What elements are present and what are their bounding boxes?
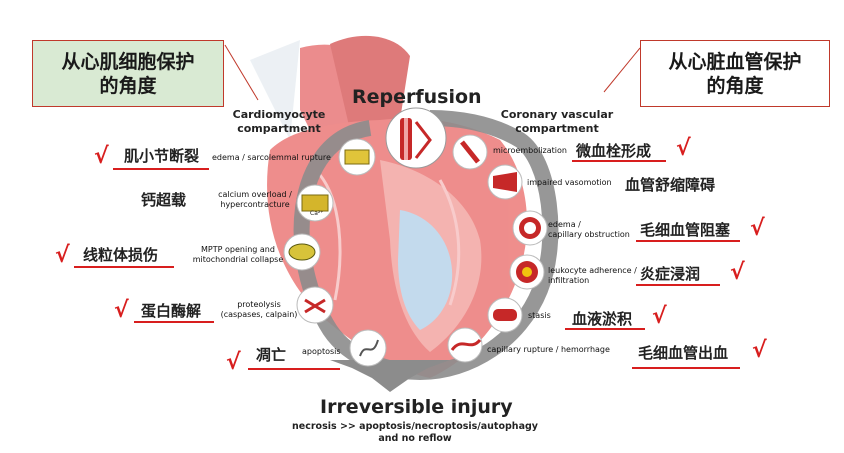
right-mech-5: capillary rupture / hemorrhage xyxy=(487,345,610,354)
right-check-0: √ xyxy=(676,136,691,161)
right-mech-0: microembolization xyxy=(493,146,567,155)
left-underline-4 xyxy=(248,368,340,370)
calcium-label: Ca²⁺ xyxy=(310,210,324,217)
right-check-3: √ xyxy=(730,260,745,285)
right-mech-3: leukocyte adherence /infiltration xyxy=(548,266,637,285)
left-zh-3: 蛋白酶解 xyxy=(141,302,202,320)
box-left-line2: 的角度 xyxy=(99,74,157,97)
right-zh-3: 炎症浸润 xyxy=(640,265,701,283)
injury-sub1: necrosis >> apoptosis/necroptosis/autoph… xyxy=(292,421,538,432)
injury-sub2: and no reflow xyxy=(378,433,452,444)
left-zh-2: 线粒体损伤 xyxy=(83,246,159,264)
right-underline-0 xyxy=(572,160,666,162)
reperfusion-title: Reperfusion xyxy=(352,86,482,108)
cardiomyocyte-compartment-label: Cardiomyocyte compartment xyxy=(220,108,338,136)
right-zh-1: 血管舒缩障碍 xyxy=(625,176,716,194)
right-zh-0: 微血栓形成 xyxy=(576,142,652,160)
box-right-line1: 从心脏血管保护 xyxy=(668,50,802,73)
left-check-0: √ xyxy=(94,144,109,169)
reperfusion-vessel-icon xyxy=(385,107,447,169)
right-zh-5: 毛细血管出血 xyxy=(638,344,729,362)
right-icons xyxy=(447,134,548,363)
right-check-2: √ xyxy=(750,216,765,241)
right-mech-4: stasis xyxy=(528,311,551,320)
cardiomyocyte-perspective-box: 从心肌细胞保护 的角度 xyxy=(32,40,224,107)
vascular-perspective-box: 从心脏血管保护 的角度 xyxy=(640,40,830,107)
left-check-3: √ xyxy=(114,298,129,323)
heart-illustration xyxy=(250,35,528,379)
right-underline-3 xyxy=(636,284,720,286)
left-check-4: √ xyxy=(226,350,241,375)
right-underline-5 xyxy=(632,367,740,369)
left-zh-1: 钙超载 xyxy=(141,191,187,209)
irreversible-injury-title: Irreversible injury xyxy=(320,396,513,418)
right-mech-2: edema /capillary obstruction xyxy=(548,220,630,239)
right-check-4: √ xyxy=(652,304,667,329)
left-mech-1: calcium overload /hypercontracture xyxy=(218,190,292,209)
right-underline-4 xyxy=(565,328,645,330)
vasc-line1: Coronary vascular xyxy=(500,108,614,121)
box-left-line1: 从心肌细胞保护 xyxy=(61,50,195,73)
right-mech-1: impaired vasomotion xyxy=(527,178,612,187)
cardio-line2: compartment xyxy=(237,122,321,135)
left-zh-4: 凋亡 xyxy=(256,346,287,364)
box-right-line2: 的角度 xyxy=(706,74,764,97)
left-mech-4: apoptosis xyxy=(302,347,341,356)
left-check-2: √ xyxy=(55,243,70,268)
cardio-line1: Cardiomyocyte xyxy=(232,108,326,121)
left-underline-3 xyxy=(134,321,214,323)
down-arrow xyxy=(330,360,450,392)
left-underline-0 xyxy=(113,168,209,170)
vasc-line2: compartment xyxy=(515,122,599,135)
right-underline-2 xyxy=(636,240,740,242)
left-icons xyxy=(283,138,387,367)
right-zh-4: 血液淤积 xyxy=(572,310,633,328)
right-zh-2: 毛细血管阻塞 xyxy=(640,221,731,239)
injury-subtitle: necrosis >> apoptosis/necroptosis/autoph… xyxy=(290,421,540,445)
vascular-compartment-label: Coronary vascular compartment xyxy=(494,108,620,136)
left-zh-0: 肌小节断裂 xyxy=(124,147,200,165)
left-mech-0: edema / sarcolemmal rupture xyxy=(212,153,331,162)
left-mech-3: proteolysis(caspases, calpain) xyxy=(220,300,298,319)
right-check-5: √ xyxy=(752,338,767,363)
left-underline-2 xyxy=(74,266,174,268)
